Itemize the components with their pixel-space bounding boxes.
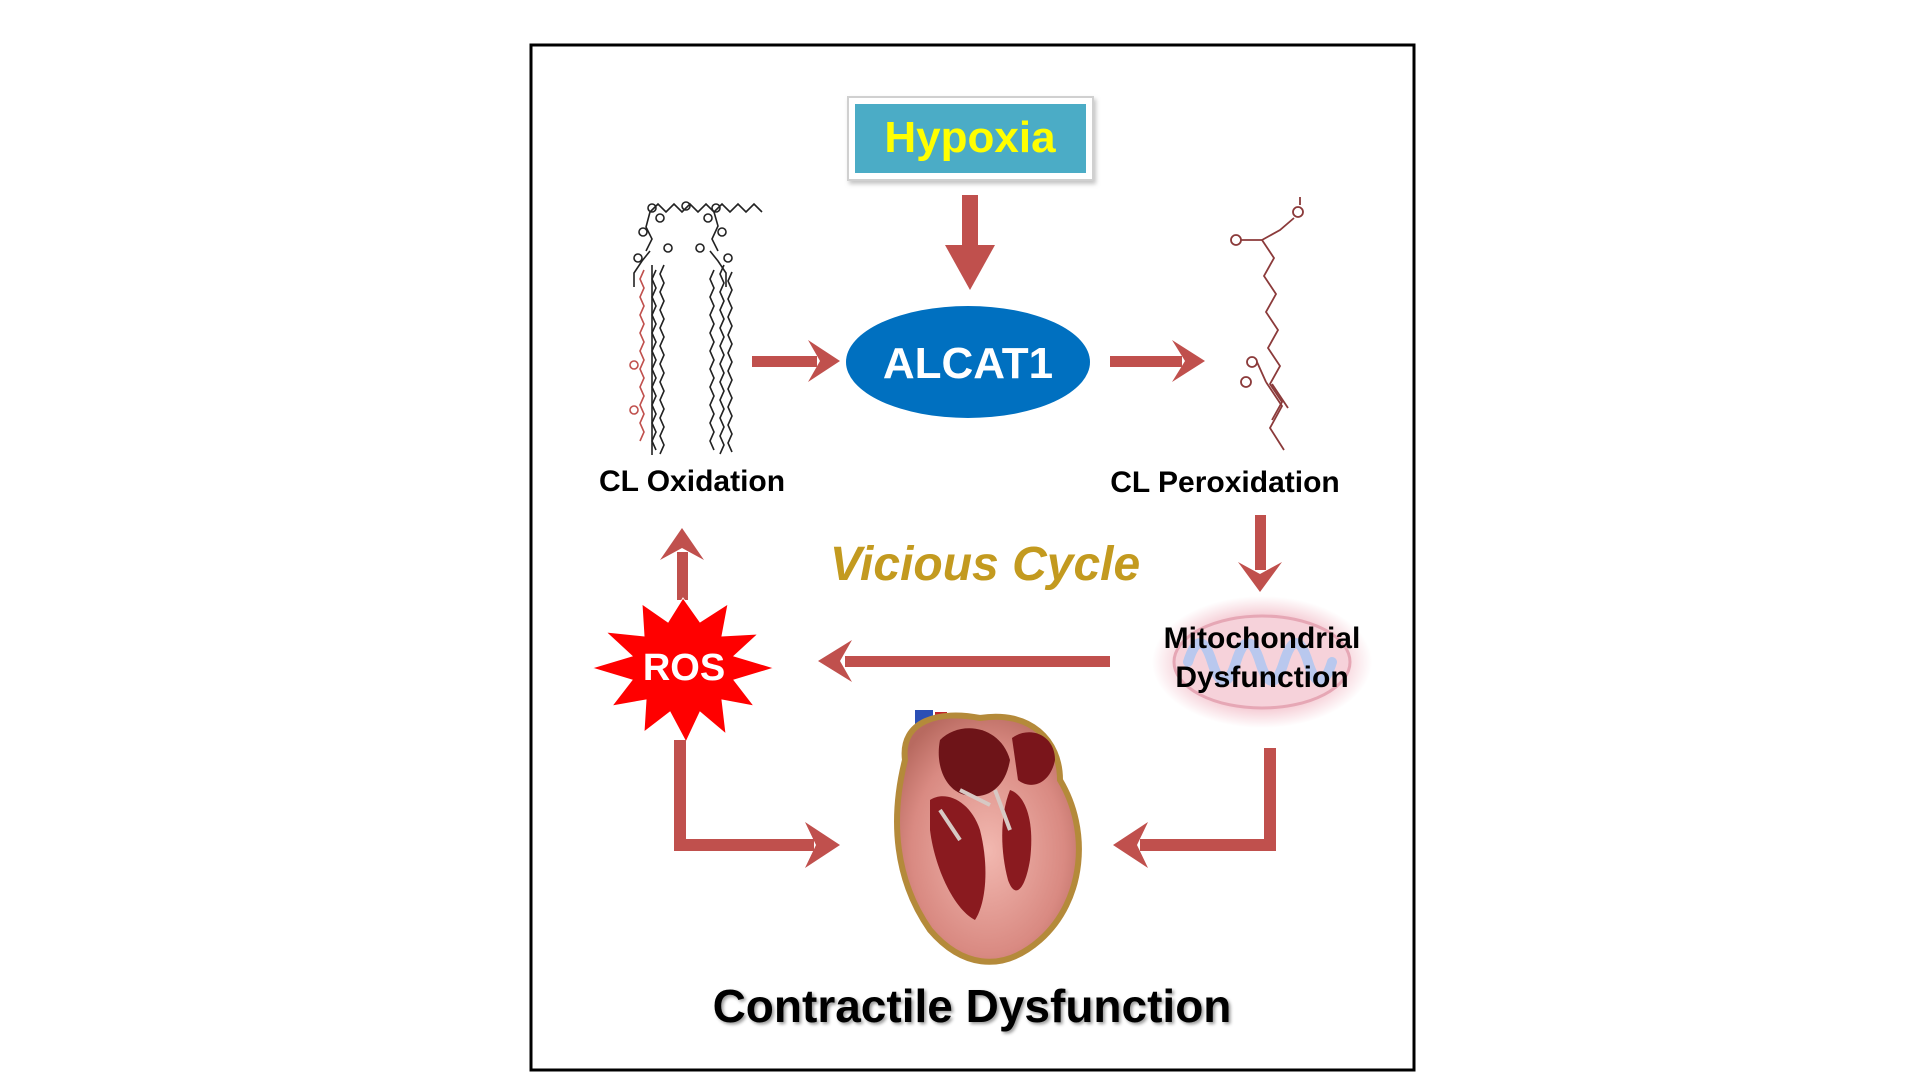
arrow-ros-to-oxidation [660,528,704,600]
arrow-peroxidation-to-mito [1238,515,1282,592]
arrow-alcat1-to-peroxidation [1110,340,1205,382]
arrow-ros-to-heart [674,740,840,868]
arrow-oxidation-to-alcat1 [752,340,840,382]
alcat1-label: ALCAT1 [883,339,1053,388]
alcat1-node [846,306,1090,418]
peroxidized-fatty-acid-icon [1230,197,1304,451]
heart-illustration-icon [894,710,1082,965]
vicious-cycle-label: Vicious Cycle [830,538,1140,591]
diagram-frame [529,43,1416,1072]
ros-label: ROS [643,647,725,689]
arrow-mito-to-heart [1113,748,1276,868]
cl-peroxidation-label: CL Peroxidation [1110,466,1339,499]
arrow-hypoxia-to-alcat1 [945,195,995,290]
cl-oxidation-label: CL Oxidation [599,465,785,498]
cardiolipin-structure-icon [629,201,763,455]
hypoxia-label: Hypoxia [884,113,1056,162]
mitochondrion-icon [1152,596,1372,728]
arrow-mito-to-ros [818,640,1110,682]
hypoxia-node [847,96,1094,181]
mito-label-line1: Mitochondrial [1164,622,1361,655]
mito-label-line2: Dysfunction [1175,661,1348,694]
contractile-dysfunction-label: Contractile Dysfunction [713,980,1232,1032]
